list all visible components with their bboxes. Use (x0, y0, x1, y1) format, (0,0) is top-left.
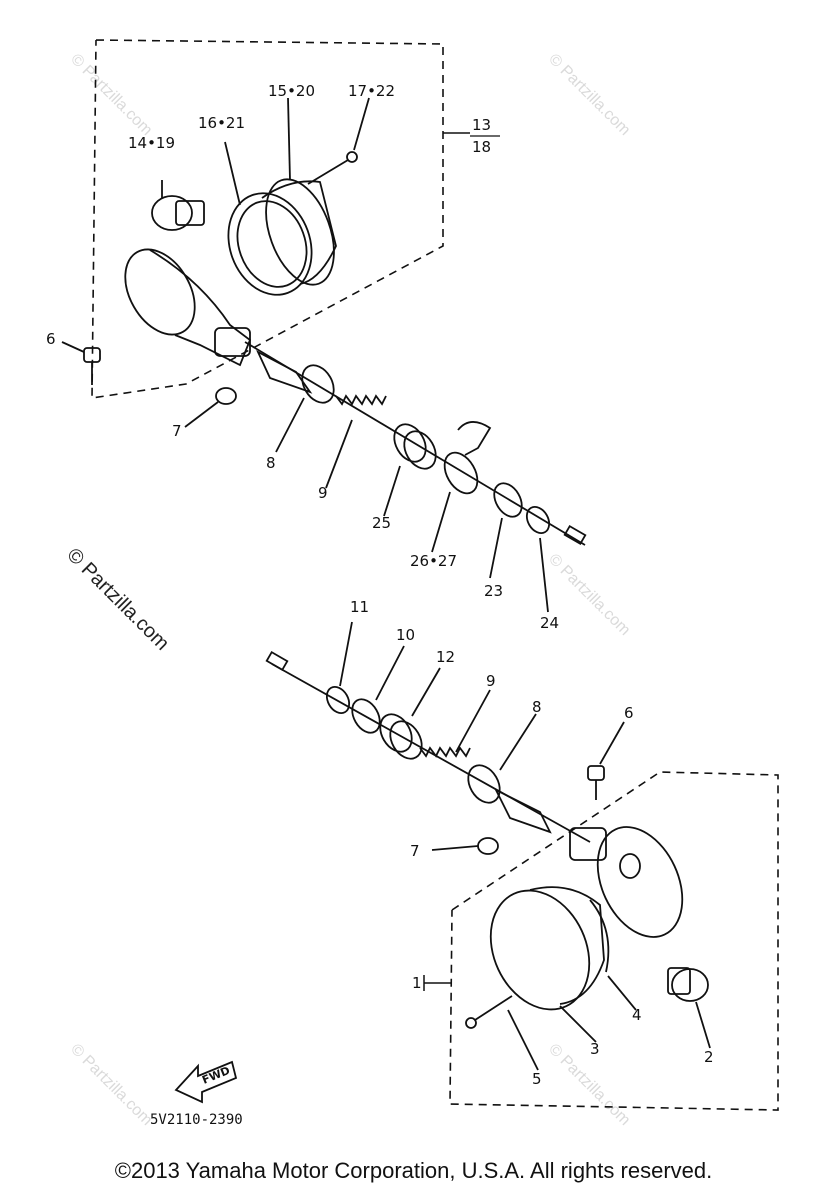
fwd-arrow (174, 1060, 238, 1104)
part-label: 7 (172, 422, 182, 440)
top-group-label: 13 18 (443, 116, 500, 156)
copyright-notice: ©2013 Yamaha Motor Corporation, U.S.A. A… (114, 1158, 713, 1183)
grommet-part (383, 423, 437, 517)
part-label: 15•20 (268, 82, 315, 100)
group-number-alt: 18 (472, 138, 491, 156)
part-label: 8 (532, 698, 542, 716)
housing-part (569, 826, 684, 938)
part-label: 5 (532, 1070, 542, 1088)
part-label: 6 (46, 330, 56, 348)
diagram-code: 5V2110-2390 (150, 1112, 243, 1128)
part-label: 12 (436, 648, 455, 666)
watermark: © Partzilla.com (67, 1041, 155, 1129)
bottom-group-box (449, 771, 779, 1111)
part-label: 7 (410, 842, 420, 860)
part-label: 10 (396, 626, 415, 644)
part-label: 6 (624, 704, 634, 722)
wire-connector (563, 524, 587, 546)
watermark: © Partzilla.com (67, 51, 155, 139)
lens-part (489, 886, 605, 1043)
bracket-part (431, 421, 492, 553)
nut-part (184, 387, 237, 428)
part-label: 9 (486, 672, 496, 690)
washer-part (489, 482, 523, 579)
lens-part (261, 97, 337, 286)
bulb-part (151, 180, 205, 231)
stem-part (467, 713, 552, 834)
wire (244, 341, 586, 546)
screw-part (465, 995, 539, 1071)
bottom-part-labels: 11 10 12 9 8 6 7 4 3 5 2 (350, 598, 714, 1088)
part-label: 8 (266, 454, 276, 472)
bottom-assembly (174, 621, 711, 1104)
bulb-part (667, 967, 711, 1049)
washer-part (351, 645, 405, 734)
wire (271, 663, 591, 843)
locknut-part (325, 621, 353, 715)
bolt-part (61, 341, 101, 385)
part-label: 11 (350, 598, 369, 616)
group-number: 13 (472, 116, 491, 134)
top-assembly (61, 97, 587, 613)
exploded-parts-diagram: © Partzilla.com © Partzilla.com © Partzi… (46, 39, 779, 1129)
grommet-part (379, 667, 441, 760)
part-label: 17•22 (348, 82, 395, 100)
part-label: 26•27 (410, 552, 457, 570)
nut-part (431, 837, 499, 855)
part-label: 16•21 (198, 114, 245, 132)
stem-part (256, 349, 335, 453)
part-label: 9 (318, 484, 328, 502)
part-label: 2 (704, 1048, 714, 1066)
bolt-part (587, 721, 625, 800)
part-label: 14•19 (128, 134, 175, 152)
top-group-box (91, 39, 444, 399)
bottom-group-label: 1 (412, 974, 452, 992)
watermark-large: © Partzilla.com (62, 544, 173, 655)
locknut-part (525, 505, 551, 613)
part-label: 24 (540, 614, 559, 632)
part-label: 3 (590, 1040, 600, 1058)
watermark: © Partzilla.com (545, 51, 633, 139)
part-label: 25 (372, 514, 391, 532)
part-label: 23 (484, 582, 503, 600)
part-label: 4 (632, 1006, 642, 1024)
rim-part (224, 141, 313, 296)
spring-part (419, 689, 491, 758)
spring-part (325, 394, 387, 489)
fwd-label: FWD (200, 1064, 232, 1087)
housing-part (124, 248, 252, 367)
rim-part (589, 899, 637, 1011)
group-number: 1 (412, 974, 422, 992)
top-part-labels: 14•19 16•21 15•20 17•22 6 7 8 9 25 26•27… (46, 82, 559, 632)
wire-connector (265, 650, 289, 672)
watermarks: © Partzilla.com © Partzilla.com © Partzi… (62, 51, 633, 1129)
screw-part (307, 97, 370, 185)
